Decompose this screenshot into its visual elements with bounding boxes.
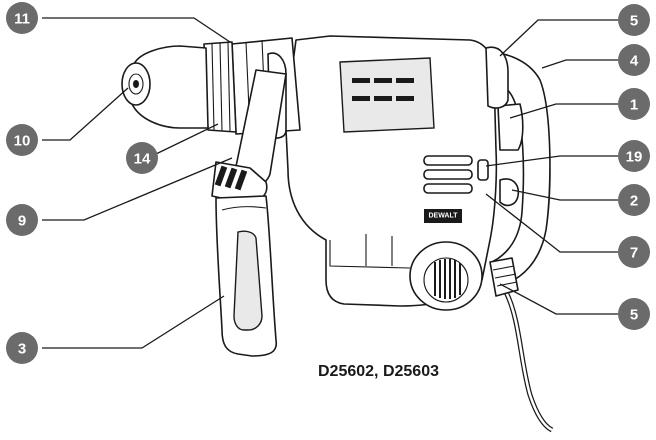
callouts: 11 10 14 9 3 5 4 1: [6, 2, 650, 364]
side-louvres: [423, 155, 473, 194]
callout-1: 1: [618, 88, 650, 120]
leader-3: [42, 295, 225, 349]
cord-strain-relief: [489, 257, 519, 297]
callout-3: 3: [6, 332, 38, 364]
leader-7: [485, 193, 618, 253]
leader-1: [509, 103, 618, 119]
sds-chuck: [131, 45, 209, 129]
callout-4-label: 4: [630, 53, 639, 70]
leader-19: [485, 155, 618, 167]
rear-collar: [485, 46, 509, 109]
leader-2: [511, 189, 618, 201]
leader-9: [42, 157, 233, 221]
callout-5-top: 5: [618, 4, 650, 36]
trigger-switch: [497, 103, 524, 151]
leader-10: [42, 87, 129, 141]
callout-9: 9: [6, 204, 38, 236]
leader-4: [541, 59, 618, 69]
vent-panel: [339, 57, 435, 133]
callout-11: 11: [6, 2, 38, 34]
mode-selector: [499, 178, 520, 207]
callout-14-label: 14: [134, 151, 151, 168]
callout-10-label: 10: [14, 133, 31, 150]
motor-end-cap: [409, 241, 483, 311]
callout-2: 2: [618, 184, 650, 216]
leader-5b: [499, 283, 618, 315]
callout-10: 10: [6, 124, 38, 156]
callout-19-label: 19: [626, 149, 643, 166]
vent-slots: [352, 78, 414, 101]
lock-on-button: [477, 159, 489, 181]
motor-cap-grille: [434, 259, 461, 299]
callout-14: 14: [126, 142, 158, 174]
callout-5-top-label: 5: [630, 13, 638, 30]
brand-badge-text: DEWALT: [428, 213, 458, 220]
model-caption: D25602, D25603: [318, 363, 439, 380]
callout-9-label: 9: [18, 213, 26, 230]
callout-5-bottom: 5: [618, 298, 650, 330]
callout-3-label: 3: [18, 341, 26, 358]
side-handle-teeth: [214, 165, 248, 191]
brand-badge: DEWALT: [424, 209, 462, 223]
leader-lines: [42, 17, 618, 349]
leader-14: [155, 123, 219, 155]
leader-11: [42, 17, 231, 43]
callout-5-bottom-label: 5: [630, 307, 638, 324]
chuck-collar: [203, 41, 237, 133]
callout-7-label: 7: [630, 245, 638, 262]
callout-2-label: 2: [630, 193, 638, 210]
callout-19: 19: [618, 140, 650, 172]
callout-4: 4: [618, 44, 650, 76]
callout-7: 7: [618, 236, 650, 268]
callout-11-label: 11: [14, 11, 30, 28]
leader-5a: [499, 19, 618, 57]
rotary-hammer-drawing: DEWALT: [121, 35, 554, 433]
callout-1-label: 1: [630, 97, 638, 114]
